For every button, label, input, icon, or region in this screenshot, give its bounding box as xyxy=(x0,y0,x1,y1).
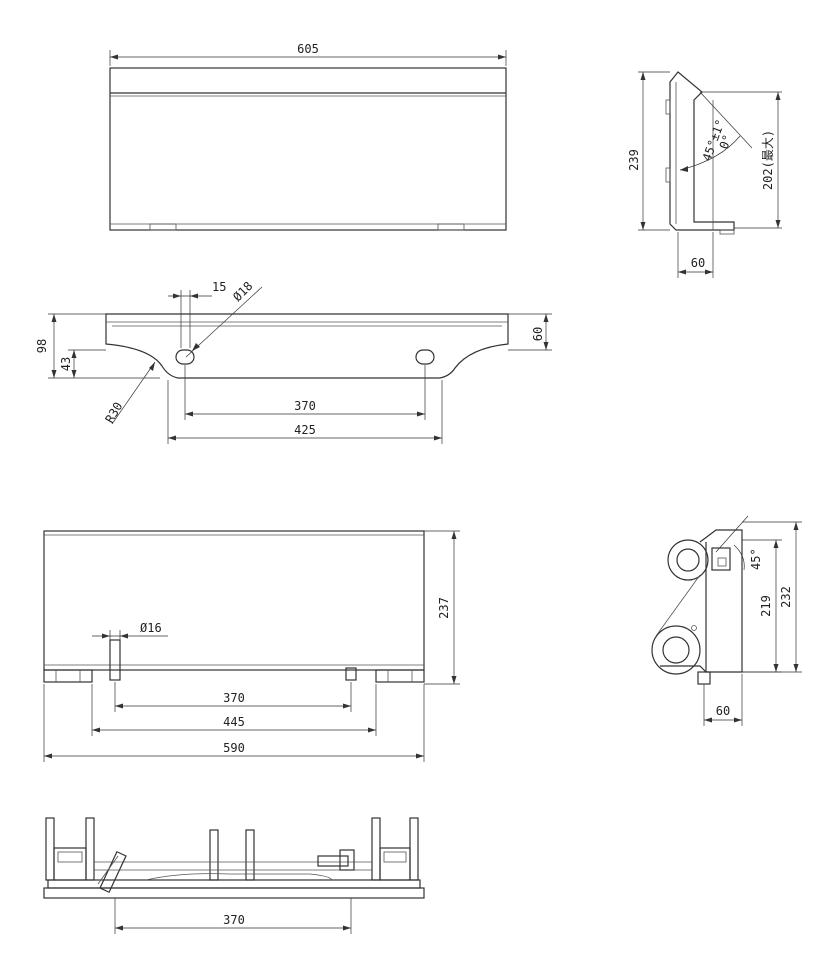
dim-pin-spacing-370: 370 xyxy=(223,691,245,705)
dim-angle-tol: 0° xyxy=(717,133,735,151)
dim-width-590: 590 xyxy=(223,741,245,755)
dim-height-98: 98 xyxy=(35,339,49,353)
view-top-side: 45°±1° 0° 239 202(最大) 60 xyxy=(627,71,782,278)
dim-overall-425: 425 xyxy=(294,423,316,437)
view-top-front: 605 xyxy=(109,42,507,231)
dim-width-605: 605 xyxy=(297,42,319,56)
dim-height-43: 43 xyxy=(59,357,73,371)
view-middle-plan: 15 Ø18 98 43 60 R30 370 xyxy=(35,279,552,444)
dim-height-232: 232 xyxy=(779,586,793,608)
dim-flange-60-lower: 60 xyxy=(716,704,730,718)
view-lower-side: 45° 219 232 60 xyxy=(651,515,802,726)
dim-pin-dia-16: Ø16 xyxy=(140,621,162,635)
dim-height-237: 237 xyxy=(437,597,451,619)
dim-radius-r30: R30 xyxy=(102,400,125,426)
dim-hole-dia-18: Ø18 xyxy=(230,279,255,304)
dim-flange-60: 60 xyxy=(691,256,705,270)
dim-height-202-max: 202(最大) xyxy=(761,130,775,190)
dim-pin-spacing-370-bottom: 370 xyxy=(223,913,245,927)
dim-angle-45-lower: 45° xyxy=(749,548,763,570)
dim-height-239: 239 xyxy=(627,149,641,171)
dim-height-219: 219 xyxy=(759,595,773,617)
view-lower-front: 237 Ø16 370 445 590 xyxy=(43,530,460,762)
dim-slot-width-15: 15 xyxy=(212,280,226,294)
view-bottom-plan: 370 xyxy=(43,817,425,934)
dim-height-60-right: 60 xyxy=(531,327,545,341)
dim-slot-spacing-370: 370 xyxy=(294,399,316,413)
dim-hook-spacing-445: 445 xyxy=(223,715,245,729)
